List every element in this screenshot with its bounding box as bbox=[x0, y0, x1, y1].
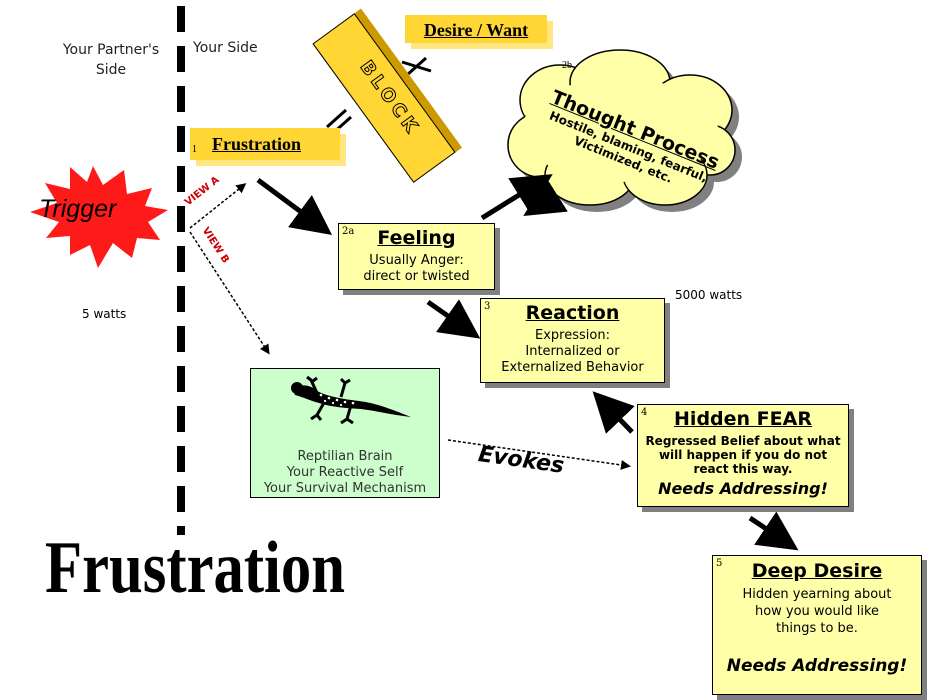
reptilian-line2: Your Reactive Self bbox=[286, 465, 404, 480]
fear-number: 4 bbox=[641, 407, 648, 418]
feeling-line2: direct or twisted bbox=[363, 269, 470, 284]
desire-emphasis: Needs Addressing! bbox=[726, 656, 908, 676]
feeling-box: 2a Feeling Usually Anger: direct or twis… bbox=[338, 223, 495, 290]
desire-line2: how you would like bbox=[754, 604, 880, 619]
arrow-view-a bbox=[189, 183, 247, 229]
desire-want-tag: Desire / Want bbox=[405, 15, 547, 43]
arrow-view-b bbox=[189, 231, 270, 355]
trigger-watts: 5 watts bbox=[82, 307, 127, 321]
arrow-to-feeling bbox=[256, 177, 333, 235]
frustration-number: 1 bbox=[192, 144, 197, 155]
desire-title: Deep Desire bbox=[751, 560, 883, 582]
block-parallel-mark bbox=[325, 108, 348, 129]
arrow-evokes bbox=[447, 439, 631, 470]
feeling-number: 2a bbox=[342, 226, 355, 237]
trigger-label: Trigger bbox=[39, 195, 117, 223]
reaction-watts: 5000 watts bbox=[675, 288, 743, 302]
page-title: Frustration bbox=[45, 527, 346, 609]
fear-emphasis: Needs Addressing! bbox=[658, 479, 828, 498]
fear-line2: will happen if you do not bbox=[658, 448, 828, 462]
lizard-icon bbox=[291, 375, 411, 425]
desire-line3: things to be. bbox=[776, 621, 858, 636]
frustration-tag-label: Frustration bbox=[212, 134, 301, 154]
partner-side-label: Your Partner's Side bbox=[62, 42, 160, 78]
thought-cloud bbox=[507, 49, 742, 212]
your-side-label: Your Side bbox=[193, 40, 258, 56]
arrow-feeling-to-thought bbox=[480, 174, 553, 221]
reptilian-box: Reptilian Brain Your Reactive Self Your … bbox=[250, 368, 440, 498]
trigger-starburst bbox=[30, 166, 168, 268]
thought-number: 2b bbox=[562, 60, 572, 71]
desire-number: 5 bbox=[716, 558, 723, 569]
feeling-title: Feeling bbox=[377, 227, 456, 249]
fear-title: Hidden FEAR bbox=[674, 408, 812, 430]
desire-line1: Hidden yearning about bbox=[742, 587, 892, 602]
reptilian-line3: Your Survival Mechanism bbox=[263, 481, 427, 496]
arrow-fear-to-desire bbox=[748, 511, 799, 551]
deep-desire-box: 5 Deep Desire Hidden yearning about how … bbox=[712, 555, 922, 695]
hidden-fear-box: 4 Hidden FEAR Regressed Belief about wha… bbox=[637, 404, 849, 507]
frustration-tag: 1 Frustration bbox=[190, 128, 340, 160]
arrow-fear-to-reaction bbox=[592, 391, 635, 434]
arrow-thought-to-feeling bbox=[523, 177, 568, 217]
reaction-line2: Internalized or bbox=[525, 344, 620, 359]
feeling-line1: Usually Anger: bbox=[369, 253, 464, 268]
reaction-number: 3 bbox=[484, 301, 491, 312]
desire-want-label: Desire / Want bbox=[423, 20, 529, 40]
reaction-title: Reaction bbox=[525, 302, 620, 324]
arrow-feeling-to-reaction bbox=[426, 299, 481, 339]
reaction-line1: Expression: bbox=[535, 328, 610, 343]
fear-line1: Regressed Belief about what bbox=[645, 434, 841, 448]
reaction-box: 3 Reaction Expression: Internalized or E… bbox=[480, 298, 665, 383]
reaction-line3: Externalized Behavior bbox=[501, 360, 644, 375]
fear-line3: react this way. bbox=[693, 462, 793, 476]
block-cross-mark bbox=[401, 60, 432, 73]
reptilian-line1: Reptilian Brain bbox=[297, 449, 393, 464]
